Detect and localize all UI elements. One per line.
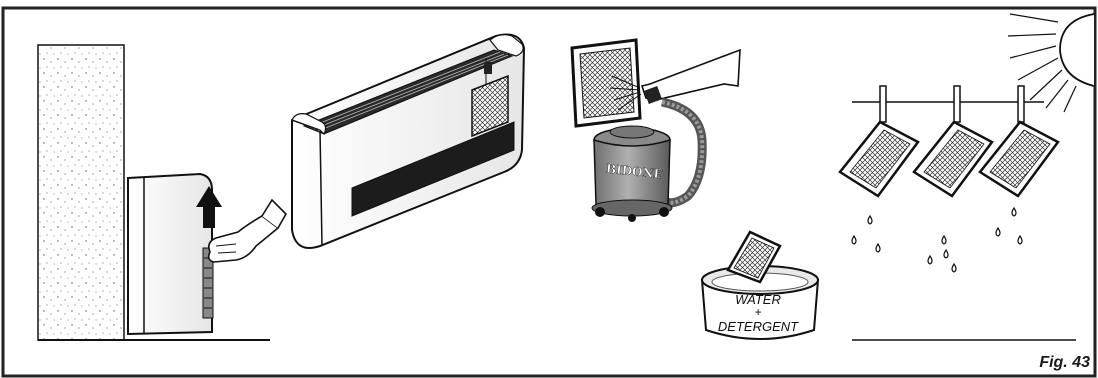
sun-icon <box>1007 13 1095 113</box>
basin-label-line3: DETERGENT <box>718 319 799 334</box>
panel-vacuum-filter: BIDONE <box>570 38 741 222</box>
filter-panel <box>471 74 509 138</box>
panel-dry-filters <box>838 13 1095 341</box>
wall <box>37 44 125 341</box>
wash-basin <box>700 279 820 340</box>
front-vent <box>351 121 515 217</box>
panel-wash-filter: WATER + DETERGENT <box>700 230 820 340</box>
drying-filters <box>838 120 1060 198</box>
fan-coil-side <box>127 172 213 336</box>
basin-label-line2: + <box>754 305 761 319</box>
panel-remove-filter <box>37 44 287 341</box>
figure-caption: Fig. 43 <box>1039 354 1090 371</box>
water-drop-icon <box>851 206 1023 273</box>
vacuum-brand-label: BIDONE <box>605 162 663 182</box>
fan-coil-body <box>291 33 526 249</box>
figure-frame <box>1 6 1097 378</box>
panel-fan-coil-unit <box>291 33 526 249</box>
basin-label-line1: WATER <box>735 292 781 307</box>
clothespin-icon <box>879 85 1025 123</box>
hand-icon <box>207 215 280 263</box>
up-arrow-icon <box>196 186 222 228</box>
